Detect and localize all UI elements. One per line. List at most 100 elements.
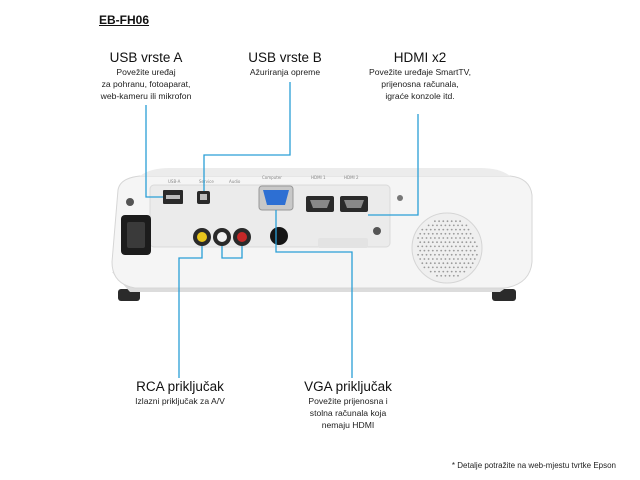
screw <box>126 198 134 206</box>
speaker-hole <box>440 249 443 252</box>
usb-b-title: USB vrste B <box>248 50 322 65</box>
speaker-hole <box>448 249 451 252</box>
speaker-hole <box>444 266 447 269</box>
speaker-hole <box>434 245 436 248</box>
speaker-hole <box>469 258 472 260</box>
speaker-hole <box>446 262 449 265</box>
speaker-hole <box>421 245 424 248</box>
speaker-hole <box>423 249 426 252</box>
svg-text:USB-A: USB-A <box>168 179 181 184</box>
speaker-hole <box>465 224 468 227</box>
speaker-hole <box>448 241 451 244</box>
speaker-hole <box>427 266 430 269</box>
speaker-hole <box>452 241 455 244</box>
speaker-hole <box>421 237 424 239</box>
speaker-hole <box>457 274 459 277</box>
speaker-hole <box>444 258 447 260</box>
speaker-hole <box>442 220 445 223</box>
speaker-hole <box>442 253 445 256</box>
speaker-hole <box>450 228 453 231</box>
speaker-hole <box>438 220 440 223</box>
speaker-hole <box>427 224 430 227</box>
speaker-hole <box>436 232 438 235</box>
speaker-hole <box>459 228 461 231</box>
speaker-hole <box>455 262 457 265</box>
speaker-hole <box>436 274 438 277</box>
speaker-hole <box>452 224 455 227</box>
speaker-hole <box>476 253 478 256</box>
vga-line <box>275 210 353 378</box>
screw <box>397 195 403 201</box>
speaker-hole <box>440 266 443 269</box>
speaker-hole <box>467 237 470 239</box>
speaker-hole <box>450 253 453 256</box>
speaker-hole <box>436 241 438 244</box>
speaker-hole <box>440 258 443 260</box>
speaker-hole <box>465 266 468 269</box>
callout-rca: RCA priključak Izlazni priključak za A/V <box>110 378 250 407</box>
speaker-hole <box>455 220 457 223</box>
speaker-hole <box>465 249 468 252</box>
speaker-hole <box>467 262 470 265</box>
speaker-hole <box>421 262 424 265</box>
speaker-hole <box>461 224 464 227</box>
speaker-hole <box>459 245 461 248</box>
speaker-hole <box>455 237 457 239</box>
speaker-hole <box>452 249 455 252</box>
hdmi-desc: Povežite uređaje SmartTV, prijenosna rač… <box>369 67 471 101</box>
speaker-hole <box>431 241 434 244</box>
speaker-hole <box>417 237 419 239</box>
rca-line <box>178 246 203 378</box>
callout-usb-a: USB vrste A Povežite uređaj za pohranu, … <box>86 49 206 102</box>
speaker-hole <box>446 270 449 273</box>
speaker-hole <box>467 245 470 248</box>
speaker-hole <box>459 220 461 223</box>
speaker-hole <box>467 228 470 231</box>
speaker-hole <box>446 228 449 231</box>
speaker-hole <box>436 249 438 252</box>
speaker-hole <box>417 253 419 256</box>
speaker-hole <box>465 241 468 244</box>
speaker-hole <box>461 258 464 260</box>
speaker-hole <box>450 220 453 223</box>
speaker-hole <box>469 232 472 235</box>
speaker-hole <box>452 266 455 269</box>
speaker-hole <box>450 262 453 265</box>
speaker-hole <box>457 266 459 269</box>
speaker-hole <box>463 262 466 265</box>
speaker-hole <box>463 270 466 273</box>
speaker-hole <box>455 270 457 273</box>
speaker-hole <box>423 232 426 235</box>
vga-desc: Povežite prijenosna i stolna računala ko… <box>308 396 388 430</box>
speaker-hole <box>434 270 436 273</box>
ir-receiver <box>270 227 288 245</box>
speaker-hole <box>469 241 472 244</box>
speaker-hole <box>438 253 440 256</box>
speaker-hole <box>436 258 438 260</box>
speaker-hole <box>417 245 419 248</box>
speaker-hole <box>473 241 476 244</box>
speaker-hole <box>440 224 443 227</box>
speaker-hole <box>459 270 461 273</box>
rca-desc: Izlazni priključak za A/V <box>135 396 225 406</box>
speaker-hole <box>465 258 468 260</box>
speaker-hole <box>442 270 445 273</box>
speaker-hole <box>457 258 459 260</box>
speaker-hole <box>434 220 436 223</box>
speaker-hole <box>440 232 443 235</box>
footnote: * Detalje potražite na web-mjestu tvrtke… <box>451 461 616 470</box>
speaker-hole <box>446 253 449 256</box>
speaker-hole <box>434 262 436 265</box>
speaker-hole <box>431 249 434 252</box>
speaker-hole <box>469 266 472 269</box>
speaker-hole <box>457 249 459 252</box>
vga-title: VGA priključak <box>304 379 392 394</box>
speaker-holes <box>417 220 478 277</box>
speaker-hole <box>473 249 476 252</box>
usb-a-title: USB vrste A <box>109 50 183 65</box>
speaker-hole <box>442 237 445 239</box>
speaker-hole <box>459 253 461 256</box>
svg-text:HDMI 2: HDMI 2 <box>344 175 359 180</box>
